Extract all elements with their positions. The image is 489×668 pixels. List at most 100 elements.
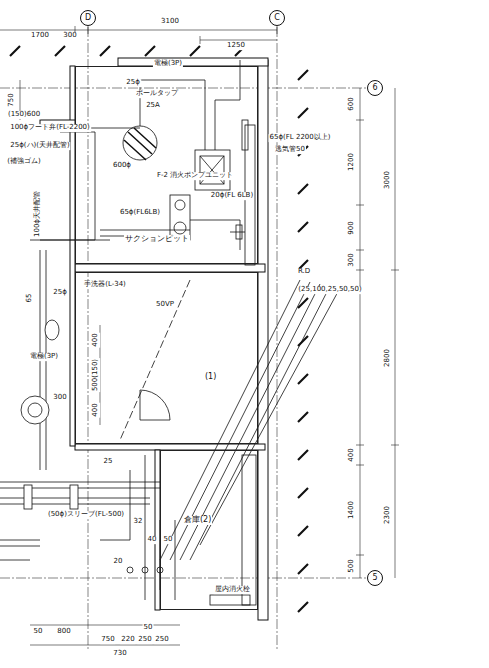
dimension: 250	[137, 636, 152, 644]
dimension: 600	[348, 96, 356, 111]
annotation: 50VP	[155, 301, 175, 309]
drawing-stroke	[21, 396, 49, 424]
dimension: 3100	[160, 18, 180, 26]
grid-bubble: C	[269, 10, 285, 26]
drawing-stroke	[395, 88, 396, 578]
annotation: 電極(3P)	[29, 353, 59, 361]
dimension: 750	[100, 636, 115, 644]
drawing-stroke	[70, 485, 78, 509]
dimension: 2300	[384, 505, 392, 525]
annotation: (補強ゴム)	[6, 158, 41, 166]
drawing-stroke	[123, 126, 157, 160]
grid-bubble: 5	[367, 570, 383, 586]
dimension: 300	[62, 32, 77, 40]
annotation: F-2 消火ポンプユニット	[156, 172, 234, 180]
dimension: 730	[112, 650, 127, 658]
dimension: 220	[120, 636, 135, 644]
annotation: 25ϕ	[125, 79, 141, 87]
drawing-stroke	[145, 46, 155, 56]
annotation: 100ϕフート弁(FL-2200)	[9, 124, 91, 132]
room-name: サクションピット	[124, 235, 190, 244]
dimension-lines	[0, 26, 399, 645]
drawing-stroke	[356, 445, 364, 446]
drawing-stroke	[0, 578, 367, 579]
room-name: 倉庫(2)	[183, 516, 212, 525]
drawing-stroke	[30, 625, 180, 626]
dimension: 500	[348, 558, 356, 573]
dimension: 800	[56, 628, 71, 636]
dimension: 300	[52, 394, 67, 402]
drawing-stroke	[298, 526, 308, 536]
drawing-stroke	[356, 555, 364, 556]
drawing-stroke	[120, 280, 190, 440]
drawing-stroke	[0, 30, 277, 31]
grid-label: 6	[371, 84, 378, 93]
drawing-stroke	[298, 336, 308, 346]
wall-hatching	[10, 46, 308, 612]
dimension: 1250	[226, 42, 246, 50]
drawing-stroke	[100, 455, 175, 600]
drawing-stroke	[24, 485, 32, 509]
dimension: 750	[8, 92, 16, 107]
drawing-stroke	[118, 58, 268, 66]
grid-label: 5	[371, 574, 378, 583]
drawing-stroke	[10, 46, 20, 56]
dimension: 300	[348, 252, 356, 267]
drawing-stroke	[391, 445, 399, 446]
pump-equipment	[40, 60, 248, 250]
annotation: 逃気管50	[274, 146, 306, 154]
dimension: 50	[163, 536, 174, 544]
drawing-stroke	[356, 270, 364, 271]
dimension: 1400	[348, 500, 356, 520]
annotation: 電極(3P)	[153, 60, 183, 68]
annotation: (50ϕ)スリーブ(FL-500)	[47, 511, 125, 519]
drawing-stroke	[140, 60, 240, 150]
pipes	[0, 125, 340, 605]
drawing-stroke	[88, 27, 89, 650]
dimension: 65	[26, 293, 34, 304]
drawing-stroke	[45, 320, 59, 340]
dimension: (150)600	[7, 111, 41, 119]
dimension: 40	[147, 536, 158, 544]
drawing-stroke	[360, 88, 361, 578]
dimension: 50	[33, 628, 44, 636]
drawing-stroke	[127, 567, 133, 573]
drawing-stroke	[258, 60, 268, 620]
drawing-stroke	[190, 220, 245, 250]
walls	[40, 58, 268, 620]
drawing-stroke	[200, 36, 201, 44]
drawing-stroke	[0, 88, 367, 89]
dimension: 400	[92, 402, 100, 417]
annotation: 100ϕ天井配管	[34, 190, 42, 238]
drawing-stroke	[236, 225, 242, 239]
grid-bubble: 6	[367, 80, 383, 96]
drawing-stroke	[124, 128, 156, 160]
drawing-stroke	[160, 280, 340, 560]
drawing-stroke	[242, 455, 256, 605]
dimension: 1200	[348, 152, 356, 172]
drawing-stroke	[298, 222, 308, 232]
drawing-stroke	[170, 195, 190, 240]
drawing-stroke	[298, 488, 308, 498]
drawing-stroke	[200, 40, 277, 41]
annotation: 65ϕ(FL 2200以上)	[269, 134, 332, 142]
drawing-stroke	[210, 595, 250, 605]
annotation: 25A	[145, 102, 161, 110]
annotation: (25,100,25,50,50)	[297, 286, 362, 294]
drawing-stroke	[298, 412, 308, 422]
grid-bubble: D	[80, 10, 96, 26]
drawing-stroke	[174, 222, 186, 234]
annotation: 屋内消火栓	[214, 586, 251, 594]
dimension: 25	[103, 458, 114, 466]
room-outline: (1)	[75, 272, 258, 444]
dimension: 400	[92, 332, 100, 347]
drawing-stroke	[298, 70, 308, 80]
drawing-stroke	[391, 270, 399, 271]
drawing-stroke	[298, 374, 308, 384]
drawing-stroke	[356, 465, 364, 466]
drawing-stroke	[75, 264, 265, 272]
drawing-stroke	[298, 602, 308, 612]
drawing-stroke	[356, 205, 364, 206]
dimension: 32	[133, 518, 144, 526]
